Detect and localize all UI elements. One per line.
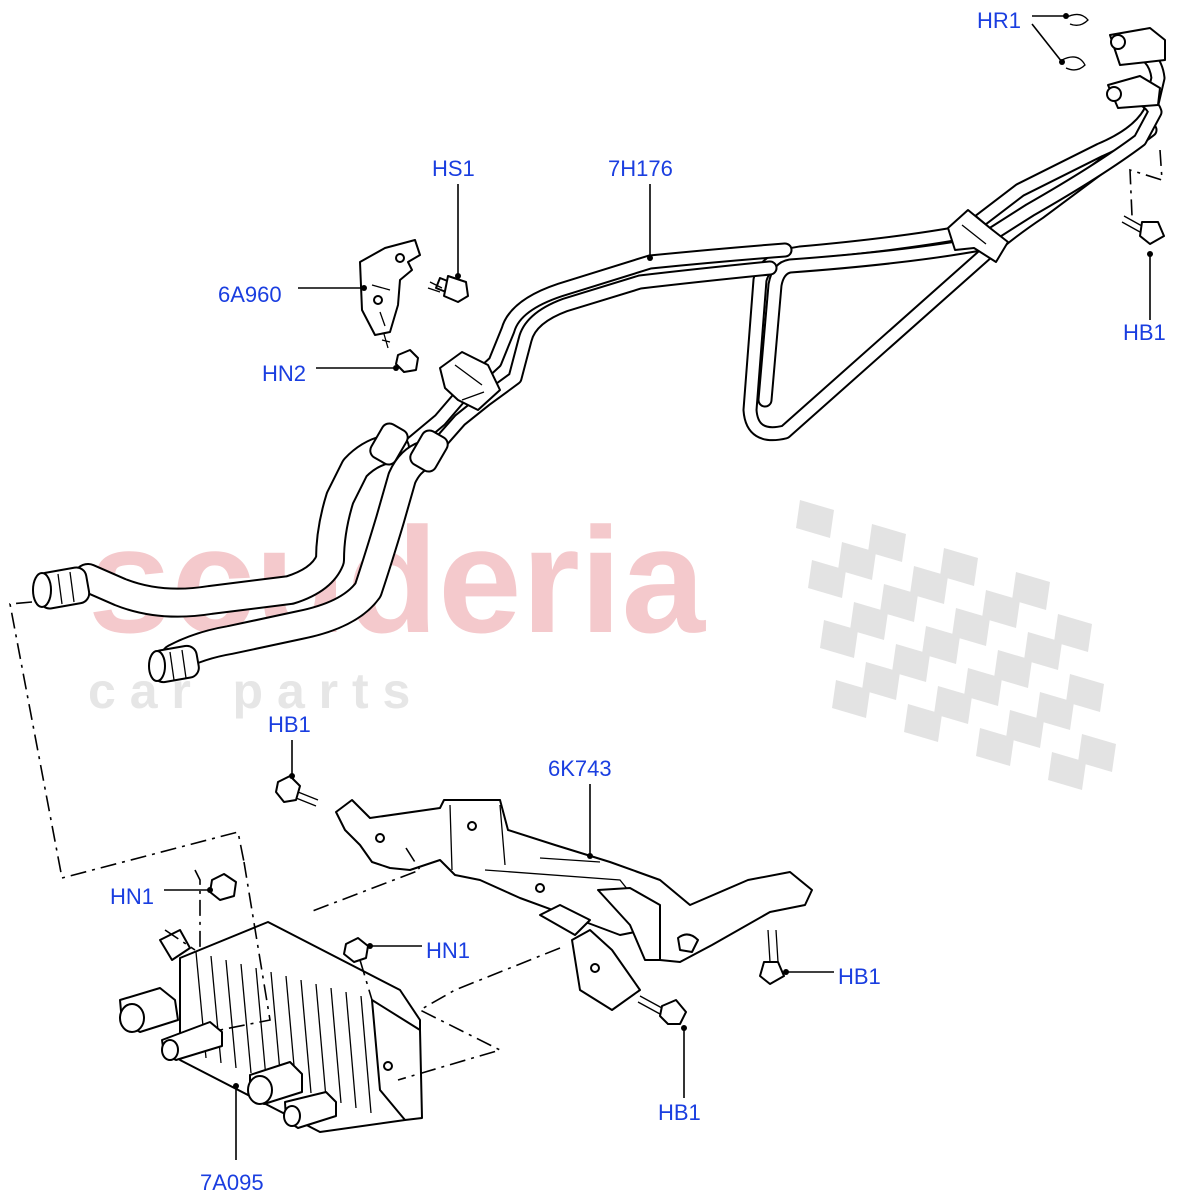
checker-square: [796, 500, 834, 538]
hose-connector-upper: [32, 566, 91, 610]
checker-square: [940, 548, 978, 586]
callout-labels: HR1 HS1 7H176 6A960 HN2 HB1 HB1 6K743 HN…: [110, 8, 1166, 1195]
assembly-dash-lines: [9, 149, 1163, 1081]
checker-square: [862, 662, 900, 700]
callout-hn2[interactable]: HN2: [262, 361, 306, 386]
cooler-fin: [360, 995, 372, 1114]
checker-square: [964, 668, 1002, 706]
callout-6a960[interactable]: 6A960: [218, 282, 282, 307]
callout-hb1-bracket-left[interactable]: HB1: [268, 712, 311, 737]
cooler-fin: [345, 991, 357, 1109]
checker-square: [1054, 614, 1092, 652]
checker-square: [994, 650, 1032, 688]
bolt-hb1-top-right[interactable]: [1121, 215, 1165, 245]
callout-hb1-top-right[interactable]: HB1: [1123, 320, 1166, 345]
bolt-hb1-bracket-right[interactable]: [759, 929, 785, 985]
checker-square: [1006, 710, 1044, 748]
callout-7a095[interactable]: 7A095: [200, 1170, 264, 1195]
checker-square: [832, 680, 870, 718]
checker-square: [910, 566, 948, 604]
checker-square: [808, 560, 846, 598]
tube-clip-mid: [947, 209, 1009, 263]
cooler-fin: [300, 979, 312, 1094]
checker-square: [976, 728, 1014, 766]
checker-square: [922, 626, 960, 664]
tube-flange-lower: [1107, 75, 1161, 109]
callout-hn1-right[interactable]: HN1: [426, 938, 470, 963]
cooler-fin: [315, 983, 327, 1099]
checker-square: [952, 608, 990, 646]
callout-hr1[interactable]: HR1: [977, 8, 1021, 33]
bolt-hs1[interactable]: [427, 275, 469, 303]
callout-hb1-bottom[interactable]: HB1: [658, 1100, 701, 1125]
checker-square: [892, 644, 930, 682]
callout-6k743[interactable]: 6K743: [548, 756, 612, 781]
callout-hn1-left[interactable]: HN1: [110, 884, 154, 909]
callout-hs1[interactable]: HS1: [432, 156, 475, 181]
watermark-checker-flag: [796, 500, 1116, 790]
checker-square: [1012, 572, 1050, 610]
checker-square: [838, 542, 876, 580]
checker-square: [868, 524, 906, 562]
checker-square: [1078, 734, 1116, 772]
bracket-6a960[interactable]: [359, 239, 421, 336]
tube-clip-left: [439, 351, 501, 411]
checker-square: [934, 686, 972, 724]
callout-hb1-bracket-right[interactable]: HB1: [838, 964, 881, 989]
cooler-fin: [225, 959, 237, 1069]
nut-hn1-left[interactable]: [209, 873, 237, 901]
checker-square: [880, 584, 918, 622]
oil-cooler-tube-assembly[interactable]: [32, 27, 1166, 684]
bolt-hb1-bottom[interactable]: [637, 995, 687, 1025]
checker-square: [1048, 752, 1086, 790]
checker-square: [820, 620, 858, 658]
checker-square: [1066, 674, 1104, 712]
checker-square: [1024, 632, 1062, 670]
cooler-fin: [330, 987, 342, 1104]
leader-lines: [164, 13, 1153, 1160]
hose-connector-lower: [148, 644, 200, 684]
bracket-6k743[interactable]: [335, 799, 813, 1011]
bolt-hb1-bracket-left[interactable]: [275, 775, 319, 807]
callout-7h176[interactable]: 7H176: [608, 156, 673, 181]
nut-hn1-right[interactable]: [343, 937, 369, 963]
checker-square: [982, 590, 1020, 628]
checker-square: [850, 602, 888, 640]
checker-square: [904, 704, 942, 742]
watermark-tagline: c a r p a r t s: [88, 663, 410, 719]
nut-hn2[interactable]: [381, 333, 419, 373]
retaining-clips-hr1[interactable]: [1061, 13, 1089, 71]
checker-square: [1036, 692, 1074, 730]
oil-cooler-7a095[interactable]: [119, 921, 423, 1133]
cooler-fin: [255, 967, 267, 1079]
cooler-fin: [240, 963, 252, 1074]
